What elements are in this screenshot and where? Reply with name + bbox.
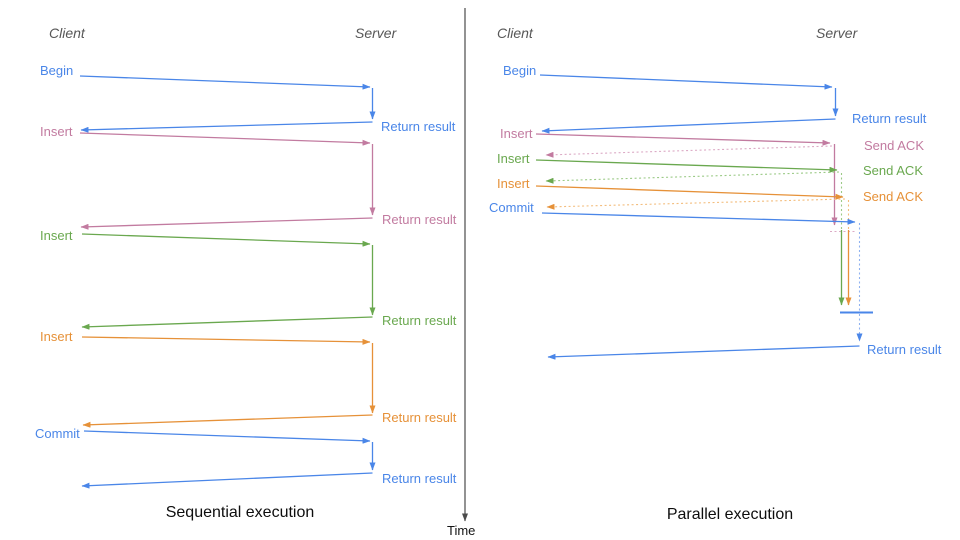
seq-begin-return	[80, 121, 373, 133]
seq-commit-label: Commit	[35, 426, 80, 441]
par-title: Parallel execution	[666, 506, 794, 523]
par-commit-result-label: Return result	[867, 342, 942, 357]
seq-insert1-request	[79, 132, 371, 146]
par-client-header: Client	[497, 25, 533, 41]
seq-server-header: Server	[355, 25, 397, 41]
par-insert2-ack-label: Send ACK	[863, 163, 923, 178]
par-insert1-label: Insert	[500, 126, 533, 141]
par-insert3-ack-label: Send ACK	[863, 189, 923, 204]
par-insert1-ack	[545, 145, 833, 158]
par-begin-return	[541, 118, 836, 134]
par-server-header: Server	[816, 25, 858, 41]
seq-client-header: Client	[49, 25, 85, 41]
seq-commit-request	[83, 430, 371, 444]
seq-insert3-label: Insert	[40, 329, 73, 344]
par-insert3-request	[535, 185, 844, 200]
par-insert2-ack	[545, 171, 840, 184]
par-insert3-ack	[546, 198, 846, 210]
par-begin-result-label: Return result	[852, 111, 927, 126]
seq-insert3-request	[81, 336, 371, 345]
par-begin-request	[539, 74, 833, 90]
seq-insert1-result-label: Return result	[382, 212, 457, 227]
seq-insert1-label: Insert	[40, 124, 73, 139]
par-commit-return	[547, 345, 860, 360]
par-insert1-request	[535, 133, 831, 146]
seq-insert1-return	[80, 217, 373, 230]
seq-begin-request	[79, 75, 371, 90]
par-commit-request	[541, 212, 856, 225]
par-commit-label: Commit	[489, 200, 534, 215]
par-insert2-request	[535, 159, 838, 173]
seq-title: Sequential execution	[165, 504, 315, 521]
par-insert3-label: Insert	[497, 176, 530, 191]
par-insert1-ack-label: Send ACK	[864, 138, 924, 153]
seq-insert2-request	[81, 233, 371, 247]
seq-insert3-result-label: Return result	[382, 410, 457, 425]
time-axis-label: Time	[447, 523, 476, 538]
seq-begin-label: Begin	[40, 63, 74, 78]
seq-insert2-label: Insert	[40, 228, 73, 243]
seq-insert2-result-label: Return result	[382, 313, 457, 328]
seq-insert2-return	[81, 316, 373, 330]
seq-commit-result-label: Return result	[382, 471, 457, 486]
seq-begin-result-label: Return result	[381, 119, 456, 134]
par-begin-label: Begin	[503, 63, 537, 78]
par-insert2-label: Insert	[497, 151, 530, 166]
seq-insert3-return	[82, 414, 373, 428]
seq-commit-return	[81, 472, 373, 489]
